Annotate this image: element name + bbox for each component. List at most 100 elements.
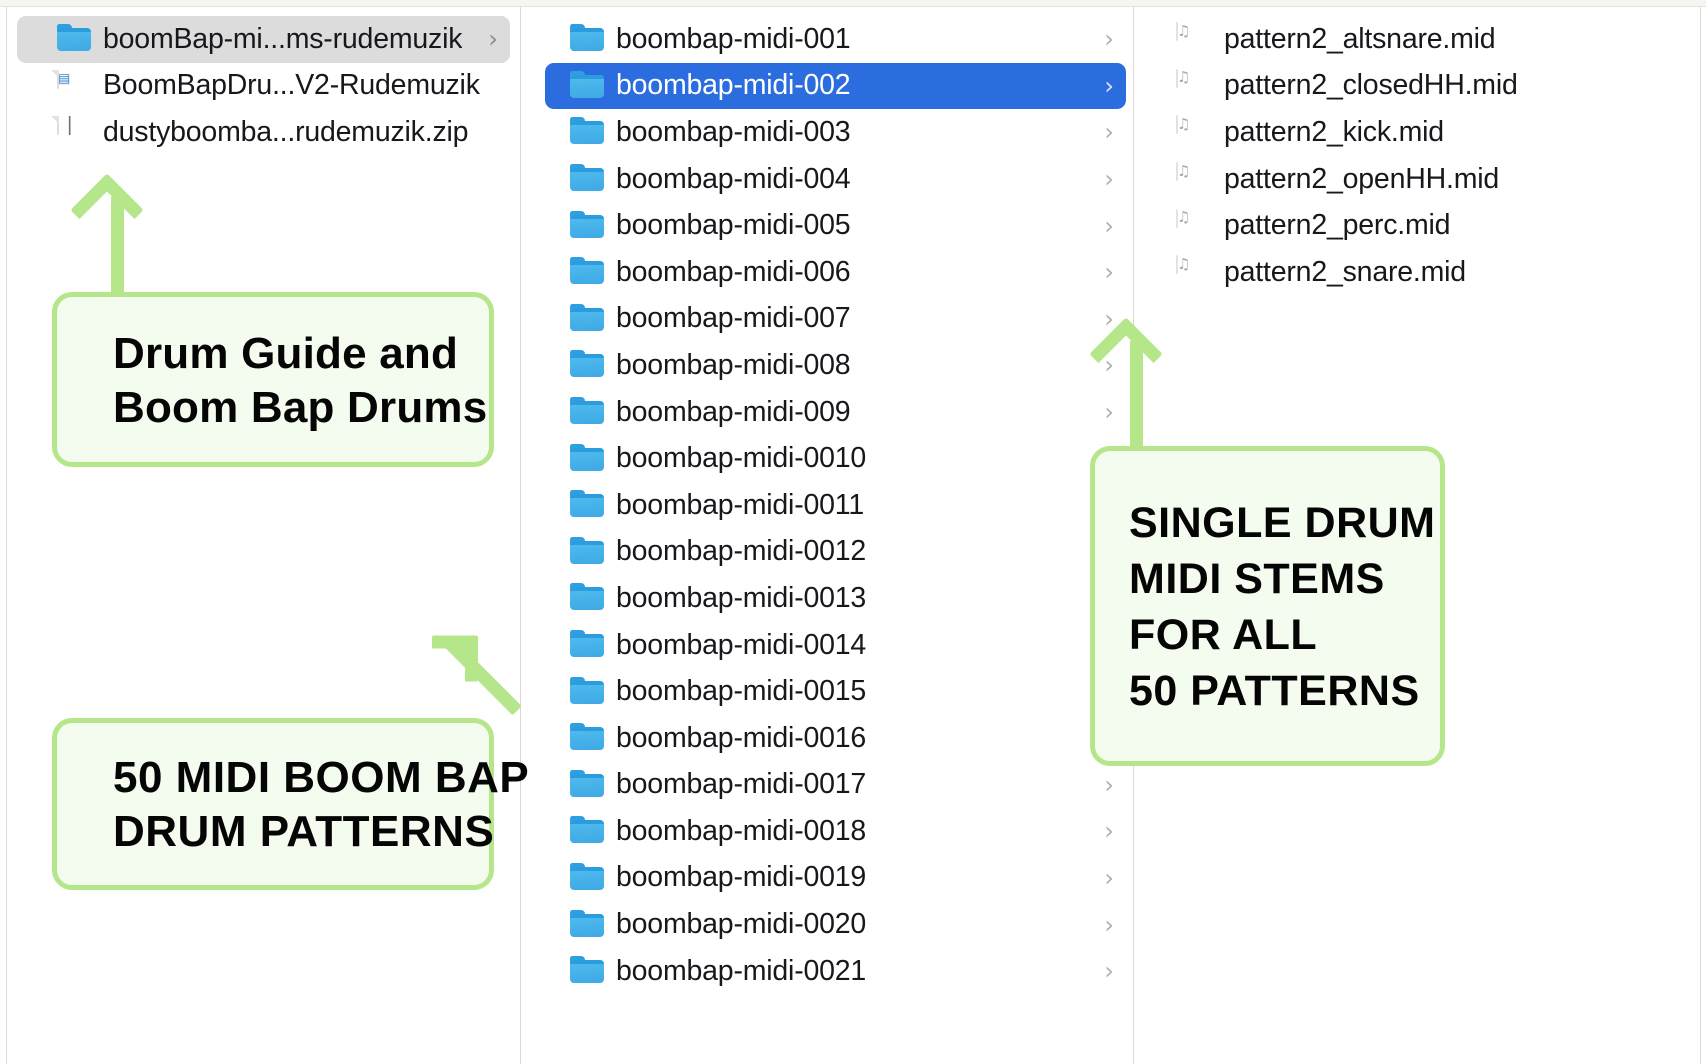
file-row[interactable]: ♫ pattern2_openHH.mid — [1146, 156, 1690, 203]
file-row-label: boombap-midi-0014 — [616, 628, 867, 661]
chevron-right-icon[interactable]: › — [1104, 25, 1114, 54]
chevron-right-icon[interactable]: › — [1104, 910, 1114, 939]
file-row[interactable]: ♫pattern2_snare.mid — [1146, 249, 1690, 296]
file-row-label: boombap-midi-0017 — [616, 768, 867, 801]
file-row[interactable]: ▤ BoomBapDru...V2-Rudemuzik — [17, 63, 510, 110]
file-row[interactable]: boombap-midi-001 › — [545, 16, 1126, 63]
file-row-label: boombap-midi-0018 — [616, 814, 867, 847]
file-row[interactable]: boomBap-mi...ms-rudemuzik › — [17, 16, 510, 63]
column-divider-2[interactable] — [1133, 7, 1134, 1064]
finder-column-3[interactable]: ♫pattern2_altsnare.mid♫pattern2_closedHH… — [1136, 7, 1700, 1064]
file-row[interactable]: boombap-midi-003 › — [545, 109, 1126, 156]
document-icon: ▤ — [57, 69, 71, 89]
file-row[interactable]: boombap-midi-0013 › — [545, 575, 1126, 622]
folder-icon — [570, 956, 604, 986]
finder-column-2[interactable]: boombap-midi-001›boombap-midi-002›boomba… — [529, 7, 1133, 1064]
folder-icon — [570, 70, 604, 101]
file-row-label: boombap-midi-001 — [616, 22, 851, 55]
file-row[interactable]: boombap-midi-0016› — [545, 715, 1126, 762]
file-row-label: boombap-midi-005 — [616, 209, 851, 242]
folder-icon — [570, 723, 604, 753]
file-row-label: boombap-midi-004 — [616, 162, 851, 195]
chevron-right-icon[interactable]: › — [1104, 258, 1114, 287]
midi-file-icon: ♫ — [1176, 68, 1191, 88]
chevron-right-icon[interactable]: › — [1104, 304, 1114, 333]
file-row[interactable]: boombap-midi-005 › — [545, 202, 1126, 249]
chevron-right-icon[interactable]: › — [1104, 398, 1114, 427]
window-left-edge — [6, 7, 7, 1064]
file-row[interactable]: boombap-midi-0017 › — [545, 762, 1126, 809]
chevron-right-icon[interactable]: › — [1104, 677, 1114, 706]
folder-icon — [570, 257, 604, 287]
file-row-label: boombap-midi-009 — [616, 395, 851, 428]
file-row[interactable]: boombap-midi-0011 › — [545, 482, 1126, 529]
file-row-label: boombap-midi-0011 — [616, 488, 864, 521]
file-row[interactable]: boombap-midi-002 › — [545, 62, 1126, 110]
file-row[interactable]: ▕dustyboomba...rudemuzik.zip — [17, 109, 510, 156]
folder-icon — [570, 630, 604, 660]
file-row[interactable]: boombap-midi-007 › — [545, 296, 1126, 343]
chevron-right-icon[interactable]: › — [1104, 491, 1114, 520]
file-row-label: pattern2_perc.mid — [1224, 209, 1451, 242]
midi-file-icon: ♫ — [1176, 254, 1191, 275]
file-row[interactable]: boombap-midi-0014 › — [545, 622, 1126, 669]
file-row-label: boombap-midi-008 — [616, 348, 851, 381]
chevron-right-icon[interactable]: › — [1104, 770, 1114, 799]
folder-icon — [570, 909, 604, 940]
file-row[interactable]: boombap-midi-0015 › — [545, 668, 1126, 715]
file-row-label: boombap-midi-0010 — [616, 442, 867, 475]
chevron-right-icon[interactable]: › — [1104, 817, 1114, 846]
file-row[interactable]: boombap-midi-0018 › — [545, 808, 1126, 855]
midi-file-icon: ♫ — [1176, 208, 1191, 228]
file-row-label: boombap-midi-0013 — [616, 581, 867, 614]
file-row[interactable]: boombap-midi-0019› — [545, 855, 1126, 902]
midi-file-icon: ♫ — [1176, 161, 1191, 182]
chevron-right-icon[interactable]: › — [1104, 863, 1114, 892]
chevron-right-icon[interactable]: › — [488, 25, 498, 54]
midi-file-icon: ♫ — [1176, 21, 1191, 42]
folder-icon — [570, 676, 604, 707]
file-row-label: BoomBapDru...V2-Rudemuzik — [103, 69, 480, 102]
file-row-label: boombap-midi-007 — [616, 302, 851, 335]
file-row-label: boombap-midi-0015 — [616, 675, 867, 708]
file-row-label: boomBap-mi...ms-rudemuzik — [103, 22, 463, 55]
window-right-edge — [1700, 7, 1701, 1064]
chevron-right-icon[interactable]: › — [1104, 118, 1114, 147]
chevron-right-icon[interactable]: › — [1104, 71, 1114, 100]
chevron-right-icon[interactable]: › — [1104, 211, 1114, 240]
midi-file-icon: ♫ — [1176, 115, 1191, 135]
file-row-label: pattern2_kick.mid — [1224, 115, 1444, 148]
folder-icon — [570, 583, 604, 613]
folder-icon — [570, 350, 604, 380]
file-row[interactable]: boombap-midi-008 › — [545, 342, 1126, 389]
file-row[interactable]: boombap-midi-0020 › — [545, 901, 1126, 948]
finder-column-1[interactable]: boomBap-mi...ms-rudemuzik › ▤ BoomBapDru...… — [7, 7, 520, 1064]
file-row-label: boombap-midi-0020 — [616, 908, 867, 941]
chevron-right-icon[interactable]: › — [1104, 631, 1114, 660]
file-row-label: boombap-midi-002 — [616, 69, 851, 102]
file-row[interactable]: boombap-midi-004 › — [545, 156, 1126, 203]
chevron-right-icon[interactable]: › — [1104, 724, 1114, 753]
file-row[interactable]: ♫ pattern2_perc.mid — [1146, 202, 1690, 249]
file-row[interactable]: ♫pattern2_closedHH.mid — [1146, 63, 1690, 110]
file-row[interactable]: boombap-midi-006› — [545, 249, 1126, 296]
file-row[interactable]: boombap-midi-0010 › — [545, 435, 1126, 482]
folder-icon — [570, 769, 604, 800]
folder-icon — [570, 490, 604, 520]
folder-icon — [570, 443, 604, 474]
file-row[interactable]: boombap-midi-0012› — [545, 529, 1126, 576]
column-divider-1[interactable] — [520, 7, 521, 1064]
chevron-right-icon[interactable]: › — [1104, 351, 1114, 380]
chevron-right-icon[interactable]: › — [1104, 165, 1114, 194]
file-row-label: boombap-midi-003 — [616, 115, 851, 148]
chevron-right-icon[interactable]: › — [1104, 444, 1114, 473]
chevron-right-icon[interactable]: › — [1104, 584, 1114, 613]
file-row-label: pattern2_openHH.mid — [1224, 162, 1500, 195]
chevron-right-icon[interactable]: › — [1104, 537, 1114, 566]
file-row[interactable]: boombap-midi-0021› — [545, 948, 1126, 995]
file-row[interactable]: ♫ pattern2_kick.mid — [1146, 109, 1690, 156]
file-row[interactable]: boombap-midi-009 › — [545, 389, 1126, 436]
chevron-right-icon[interactable]: › — [1104, 957, 1114, 986]
file-row[interactable]: ♫pattern2_altsnare.mid — [1146, 16, 1690, 63]
